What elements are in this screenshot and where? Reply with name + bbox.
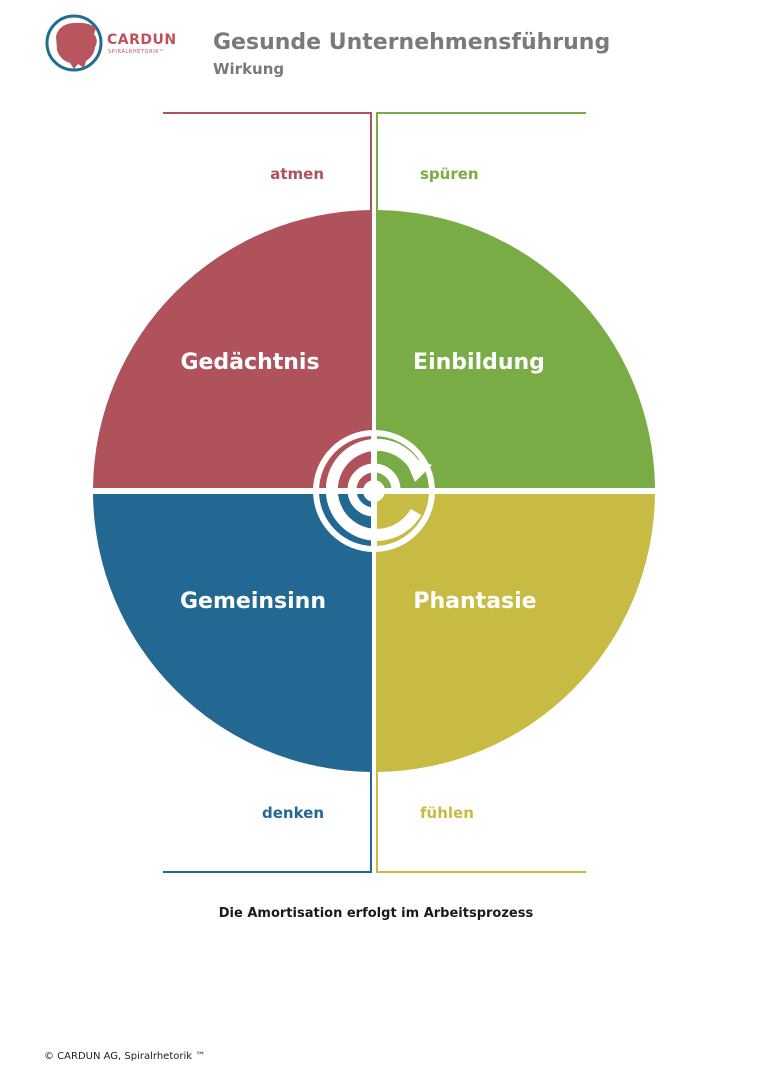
spiral-icon xyxy=(313,430,435,552)
label-phantasie: Phantasie xyxy=(413,589,536,614)
logo-wordmark: CARDUN xyxy=(107,32,177,48)
cardun-logo xyxy=(45,14,103,72)
label-einbildung: Einbildung xyxy=(413,350,545,375)
quadrant-bottom-left xyxy=(93,494,371,772)
verb-denken: denken xyxy=(262,804,324,822)
quadrant-top-right xyxy=(377,210,655,488)
quadrant-bottom-right xyxy=(377,494,655,772)
verb-spueren: spüren xyxy=(420,165,479,183)
page-title: Gesunde Unternehmensführung xyxy=(213,30,611,55)
quadrant-top-left xyxy=(93,210,371,488)
label-gedaechtnis: Gedächtnis xyxy=(180,350,319,375)
page-subtitle: Wirkung xyxy=(213,60,285,78)
copyright-footer: © CARDUN AG, Spiralrhetorik ™ xyxy=(44,1051,206,1062)
label-gemeinsinn: Gemeinsinn xyxy=(180,589,326,614)
verb-fuehlen: fühlen xyxy=(420,804,474,822)
logo-tagline: SPIRALRHETORIK™ xyxy=(108,49,165,55)
verb-atmen: atmen xyxy=(270,165,324,183)
caption: Die Amortisation erfolgt im Arbeitsproze… xyxy=(218,906,534,921)
